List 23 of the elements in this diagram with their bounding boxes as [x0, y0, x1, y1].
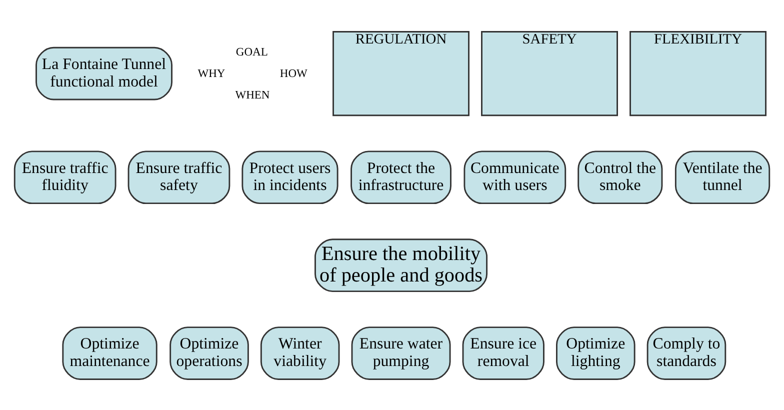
- node-box: Ensure the mobility of people and goods: [314, 238, 488, 292]
- label: HOW: [280, 68, 308, 80]
- node-box: REGULATION: [332, 30, 470, 116]
- node-box: FLEXIBILITY: [630, 30, 766, 116]
- node-box: Ensure traffic fluidity: [14, 150, 116, 204]
- node-box: La Fontaine Tunnel functional model: [36, 46, 172, 100]
- node-box: SAFETY: [481, 30, 618, 116]
- node-box: Protect users in incidents: [242, 150, 338, 204]
- label: WHEN: [235, 89, 270, 102]
- node-box: Communicate with users: [464, 150, 566, 204]
- node-box: Protect the infrastructure: [350, 150, 452, 204]
- node-box: Comply to standards: [646, 326, 726, 380]
- label: WHY: [198, 68, 226, 80]
- label: GOAL: [236, 46, 268, 58]
- node-box: Ensure traffic safety: [128, 150, 230, 204]
- node-box: Optimize lighting: [556, 326, 636, 380]
- node-box: Ensure water pumping: [351, 326, 451, 380]
- node-box: Optimize maintenance: [62, 326, 158, 380]
- node-box: Ventilate the tunnel: [674, 150, 770, 204]
- node-box: Winter viability: [260, 326, 340, 380]
- node-box: Control the smoke: [578, 150, 663, 204]
- node-box: Ensure ice removal: [462, 326, 544, 380]
- node-box: Optimize operations: [170, 326, 249, 380]
